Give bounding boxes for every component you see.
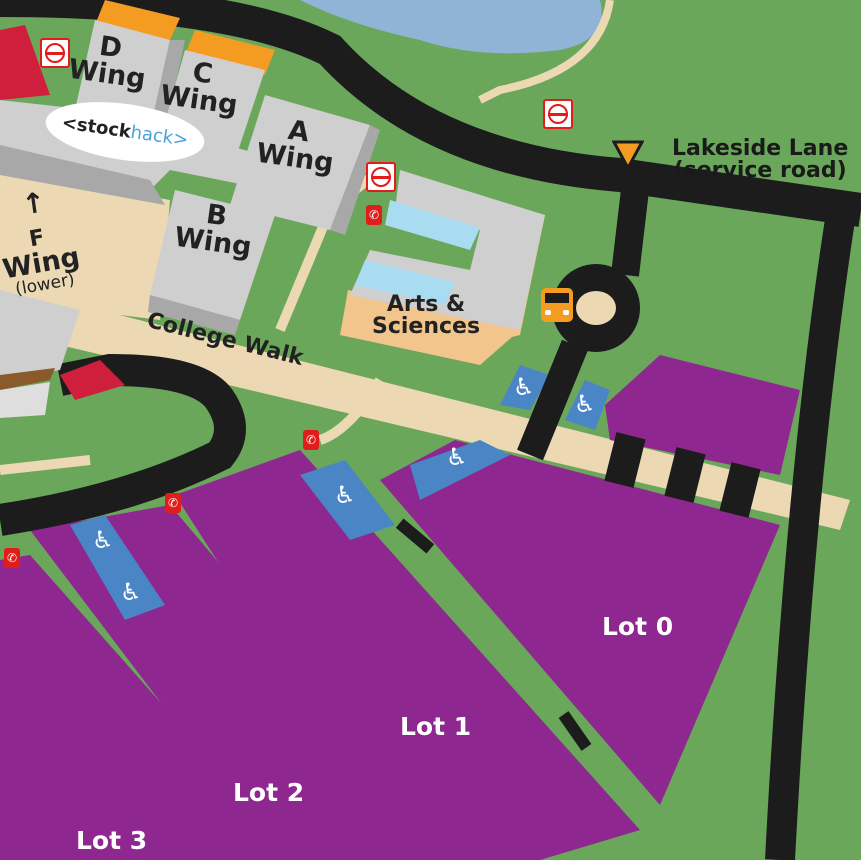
- courtyard: [0, 170, 170, 320]
- accessible-space: [300, 460, 395, 540]
- lake: [300, 0, 602, 54]
- wheelchair-icon: ♿: [446, 443, 468, 471]
- arts-skylight: [385, 200, 480, 250]
- east-road: [765, 217, 855, 860]
- b-wing: [150, 190, 275, 320]
- f-wing: [0, 290, 80, 380]
- campus-loop-road: [0, 353, 246, 536]
- arrow-up-icon: ↑: [19, 185, 48, 222]
- wheelchair-icon: ♿: [92, 526, 114, 554]
- accessible-space: [70, 515, 165, 620]
- f-wing-label: F Wing (lower): [0, 225, 83, 300]
- entrance-marker-icon: [612, 140, 644, 170]
- wheelchair-icon: ♿: [120, 578, 142, 606]
- lot-divider: [558, 711, 592, 751]
- no-smoking-icon: [366, 162, 396, 192]
- access-road: [611, 188, 649, 277]
- lot-1-label: Lot 1: [400, 712, 472, 741]
- a-wing-side: [330, 125, 380, 235]
- accessible-space: [500, 365, 550, 410]
- wheelchair-icon: ♿: [574, 390, 596, 418]
- wheelchair-icon: ♿: [513, 373, 535, 401]
- accessible-space: [410, 440, 510, 500]
- accessible-space: [565, 380, 610, 430]
- lot-entrance: [719, 462, 761, 518]
- smoking-area: [60, 360, 125, 400]
- wheelchair-icon: ♿: [334, 481, 356, 509]
- no-smoking-icon: [543, 99, 573, 129]
- parking-lot-1: [175, 450, 640, 860]
- b-wing-side: [148, 295, 240, 335]
- lakeside-lane-label: Lakeside Lane (service road): [672, 136, 849, 183]
- footpath: [0, 455, 91, 475]
- no-smoking-icon: [40, 38, 70, 68]
- main-block-side: [0, 145, 165, 205]
- college-walk-path: [60, 305, 850, 530]
- smoking-area: [0, 25, 50, 100]
- lot-entrance: [664, 447, 706, 503]
- phone-icon: ✆: [303, 430, 319, 450]
- parking-lot-3: [0, 555, 300, 860]
- bus-icon: [541, 288, 573, 322]
- lot-3-label: Lot 3: [76, 826, 148, 855]
- arts-skylight: [355, 260, 455, 305]
- lot-0-label: Lot 0: [602, 612, 674, 641]
- f-wing-columns: [0, 382, 50, 418]
- d-wing-roof-orange: [95, 0, 180, 40]
- phone-icon: ✆: [4, 548, 20, 568]
- phone-icon: ✆: [165, 493, 181, 513]
- phone-icon: ✆: [366, 205, 382, 225]
- arts-sciences-label: Arts & Sciences: [372, 292, 481, 339]
- footpath: [478, 0, 614, 104]
- parking-lot-0: [380, 440, 780, 805]
- a-wing: [230, 95, 370, 230]
- lakeside-lane-road: [0, 0, 861, 227]
- roundabout-island: [576, 291, 616, 325]
- lot-2-label: Lot 2: [233, 778, 305, 807]
- arts-sciences-wall: [340, 290, 520, 365]
- lot-entrance: [604, 432, 646, 488]
- parking-lot-0-north: [605, 355, 800, 475]
- lot-divider: [395, 518, 435, 554]
- c-wing-roof-orange: [185, 30, 275, 75]
- connector-road: [517, 339, 588, 461]
- f-wing-roof: [0, 368, 55, 390]
